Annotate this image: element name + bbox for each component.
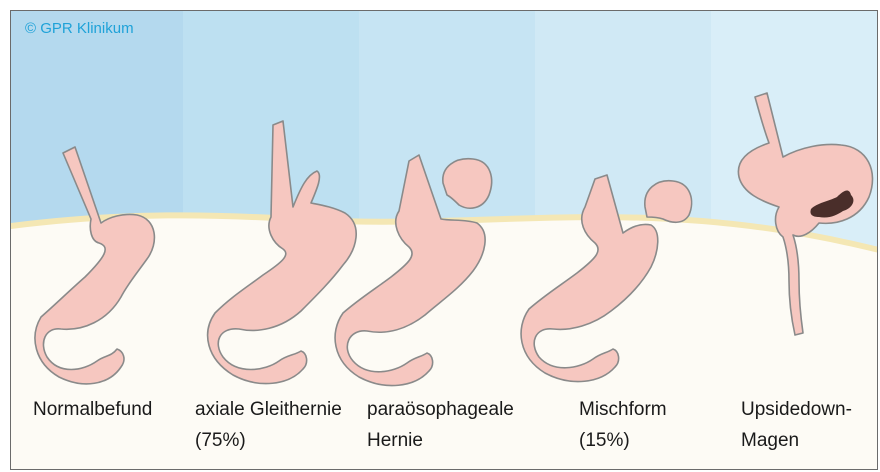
caption-line-1: Normalbefund (33, 394, 152, 425)
caption-line-2: Hernie (367, 425, 514, 456)
caption-line-1: Mischform (579, 394, 667, 425)
caption-line-1: paraösophageale (367, 394, 514, 425)
sky-column-3 (359, 11, 535, 251)
caption-line-2: (75%) (195, 425, 342, 456)
caption-line-1: axiale Gleithernie (195, 394, 342, 425)
caption-mixed: Mischform (15%) (579, 394, 667, 456)
illustration-frame: © GPR Klinikum Normalbefund axiale Gleit… (10, 10, 878, 470)
caption-line-1: Upsidedown- (741, 394, 852, 425)
caption-normal: Normalbefund (33, 394, 152, 425)
copyright-notice: © GPR Klinikum (25, 20, 134, 37)
caption-line-2: Magen (741, 425, 852, 456)
caption-upside-down: Upsidedown- Magen (741, 394, 852, 456)
caption-line-2: (15%) (579, 425, 667, 456)
caption-axial: axiale Gleithernie (75%) (195, 394, 342, 456)
caption-paraesophageal: paraösophageale Hernie (367, 394, 514, 456)
